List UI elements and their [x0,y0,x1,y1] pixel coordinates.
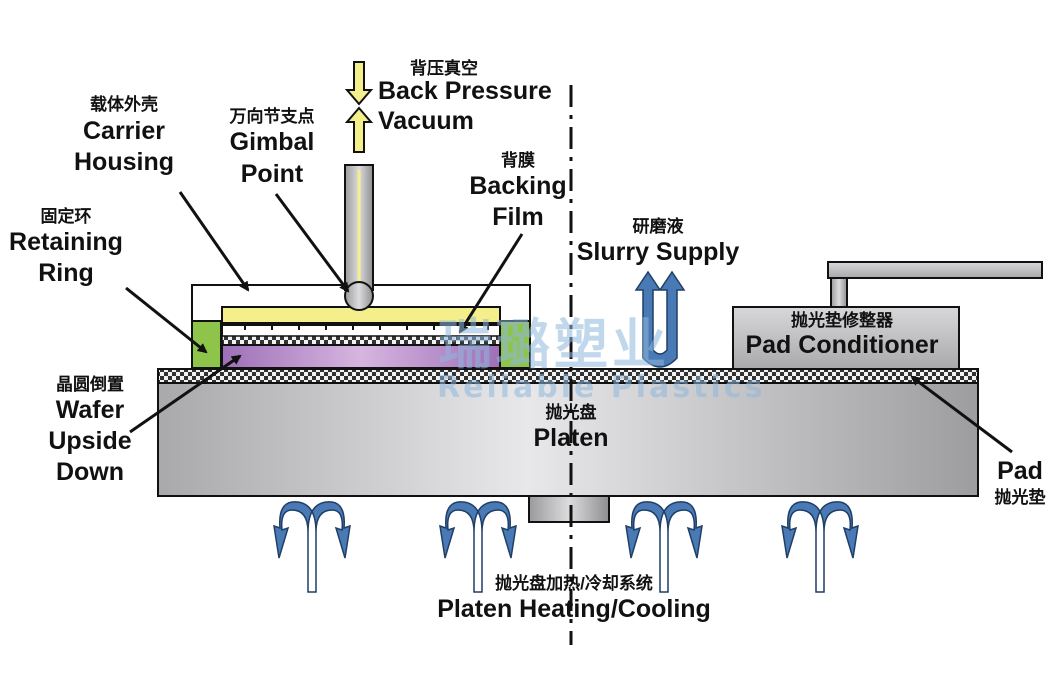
label-pad: Pad 抛光垫 [995,458,1046,507]
label-heating-cooling-en: Platen Heating/Cooling [437,594,711,623]
label-backing-film-zh: 背膜 [500,151,535,170]
label-slurry-supply: 研磨液 Slurry Supply [577,218,740,265]
label-slurry-supply-en: Slurry Supply [576,237,740,266]
label-carrier-housing-en1: Carrier [83,116,165,145]
watermark-chinese: 瑞璐塑业 [438,313,670,376]
label-carrier-housing: 载体外壳 Carrier Housing [74,95,174,177]
label-wafer-en3: Down [55,458,125,487]
label-backing-film-en2: Film [492,203,544,232]
platen-shaft [528,495,610,523]
label-back-pressure: 背压真空 Back Pressure Vacuum [378,59,552,136]
label-retaining-ring-zh: 固定环 [40,207,92,226]
label-retaining-ring: 固定环 Retaining Ring [9,207,123,288]
label-backing-film-en1: Backing [469,171,567,200]
wafer [221,344,501,369]
label-carrier-housing-zh: 载体外壳 [90,95,158,114]
leader-lines [125,191,1013,454]
pad-conditioner [732,306,960,370]
label-back-pressure-en: Back Pressure [378,76,552,105]
label-wafer: 晶圆倒置 Wafer Upside Down [48,376,131,486]
gimbal-ball [344,281,374,311]
conditioner-arm-post [830,275,848,308]
label-pad-conditioner: 抛光垫修整器 Pad Conditioner [745,312,938,358]
watermark-english: Reliable Plastics [437,370,766,405]
label-gimbal-point-en2: Point [240,160,304,189]
label-pad-zh: 抛光垫 [994,488,1046,508]
label-platen: 抛光盘 Platen [533,404,608,451]
polishing-pad [157,368,979,384]
label-pad-conditioner-en: Pad Conditioner [745,330,939,359]
label-carrier-housing-en2: Housing [74,148,174,177]
label-wafer-en2: Upside [48,427,132,456]
label-platen-zh: 抛光盘 [545,403,597,422]
label-backing-film: 背膜 Backing Film [469,151,567,232]
label-back-pressure-zh: 背压真空 [410,59,478,78]
label-retaining-ring-en2: Ring [38,259,94,288]
label-gimbal-point-zh: 万向节支点 [229,107,315,126]
conditioner-arm [827,261,1043,279]
label-pad-conditioner-zh: 抛光垫修整器 [791,311,893,330]
label-retaining-ring-en1: Retaining [9,227,123,256]
label-gimbal-point: 万向节支点 Gimbal Point [229,107,315,189]
label-platen-en: Platen [533,423,609,452]
slurry-arrow [634,270,686,368]
label-heating-cooling-zh: 抛光盘加热/冷却系统 [495,574,653,593]
label-pad-en: Pad [997,457,1043,485]
heating-cooling-arrows [273,501,859,593]
label-wafer-zh: 晶圆倒置 [55,375,124,394]
label-heating-cooling: 抛光盘加热/冷却系统 Platen Heating/Cooling [437,575,711,622]
label-wafer-en1: Wafer [55,395,125,424]
label-slurry-supply-zh: 研磨液 [632,217,684,236]
label-gimbal-point-en1: Gimbal [229,127,315,156]
platen [157,382,979,497]
label-vacuum-en: Vacuum [378,107,474,136]
pressure-arrows [344,61,374,153]
